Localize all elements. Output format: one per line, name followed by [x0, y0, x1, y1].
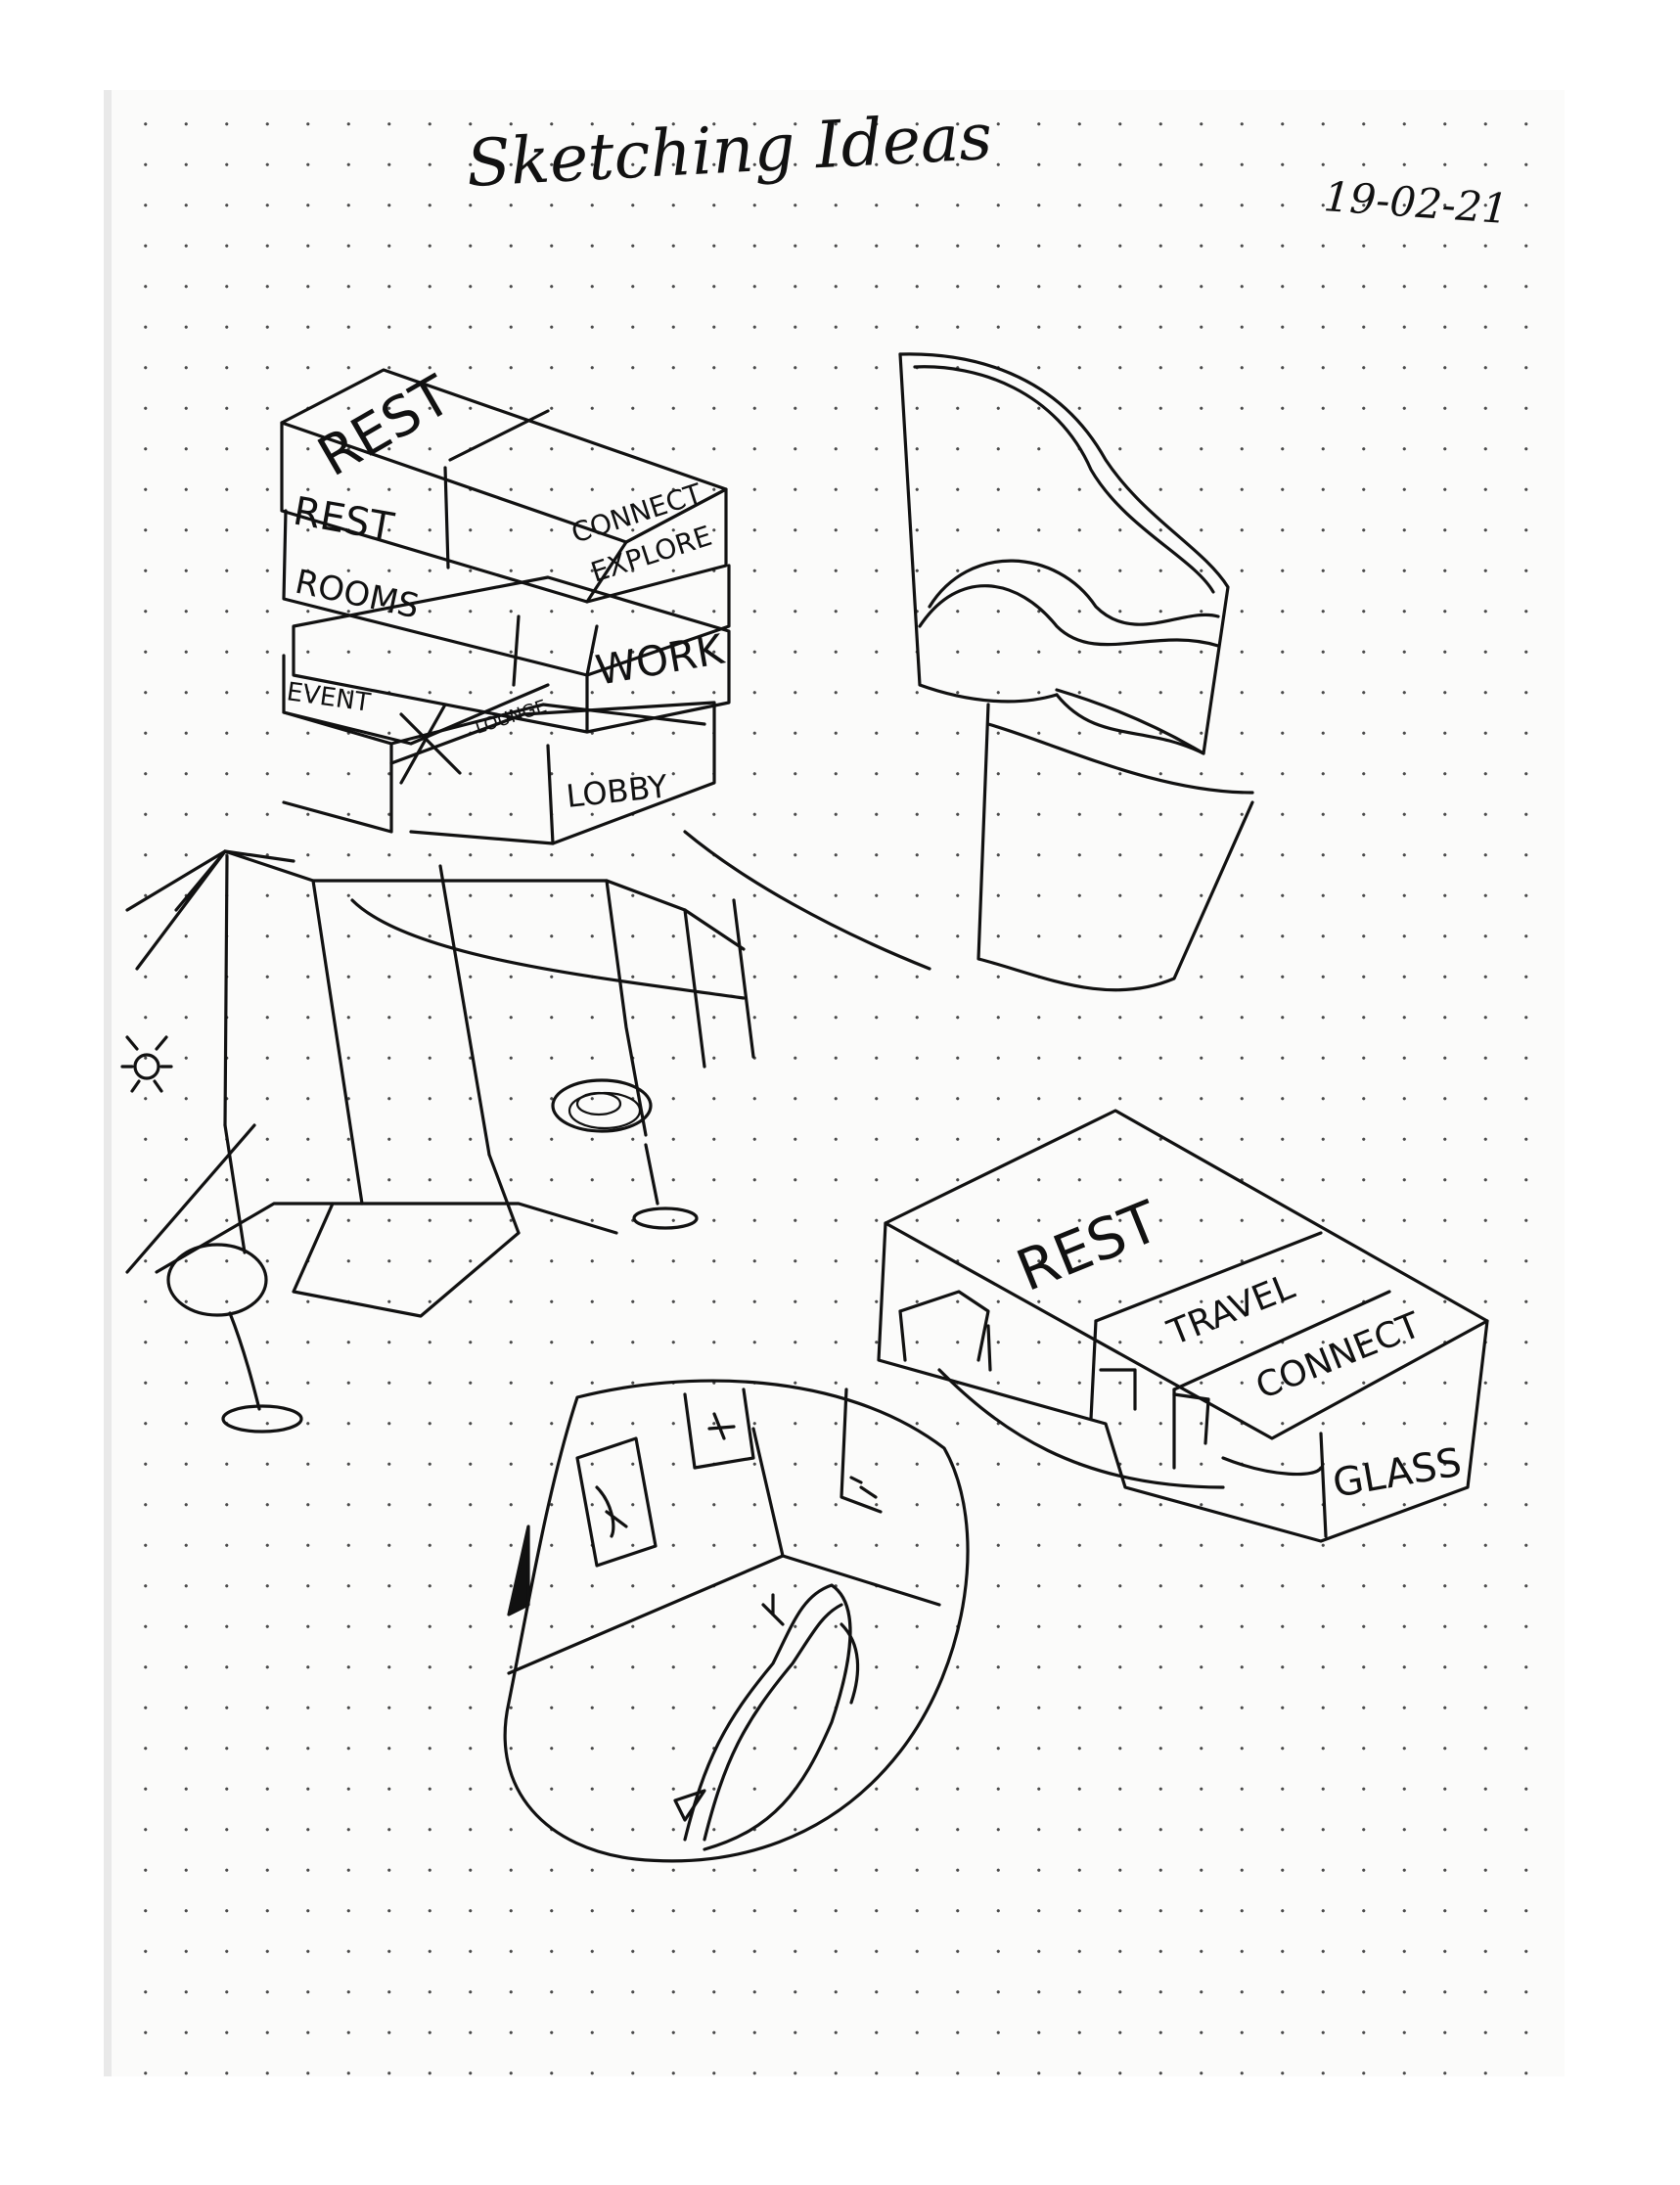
box-label-connect: CONNECT	[1250, 1305, 1428, 1408]
page-title: Sketching Ideas	[465, 99, 994, 202]
stack-label-rest-top: REST	[308, 363, 463, 489]
glass-box-sketch: REST TRAVEL CONNECT GLASS	[877, 1109, 1489, 1543]
sun-icon	[120, 1035, 173, 1093]
stack-label-lobby: LOBBY	[565, 767, 669, 815]
box-label-rest: REST	[1008, 1188, 1168, 1304]
stack-label-rest-side: REST	[290, 489, 397, 551]
dotted-notebook-page	[104, 90, 1565, 2076]
stack-label-work: WORK	[592, 625, 728, 695]
wave-panel-sketch	[898, 352, 1254, 992]
stack-label-event: EVENT	[285, 677, 372, 718]
stacked-blocks-sketch: REST REST CONNECT EXPLORE ROOMS WORK EVE…	[280, 363, 731, 845]
stack-label-lounge: LOUNGE	[473, 696, 549, 738]
round-room-sketch	[503, 1379, 970, 1863]
page-date: 19-02-21	[1322, 172, 1510, 233]
lobby-interior-sketch	[120, 830, 931, 1434]
